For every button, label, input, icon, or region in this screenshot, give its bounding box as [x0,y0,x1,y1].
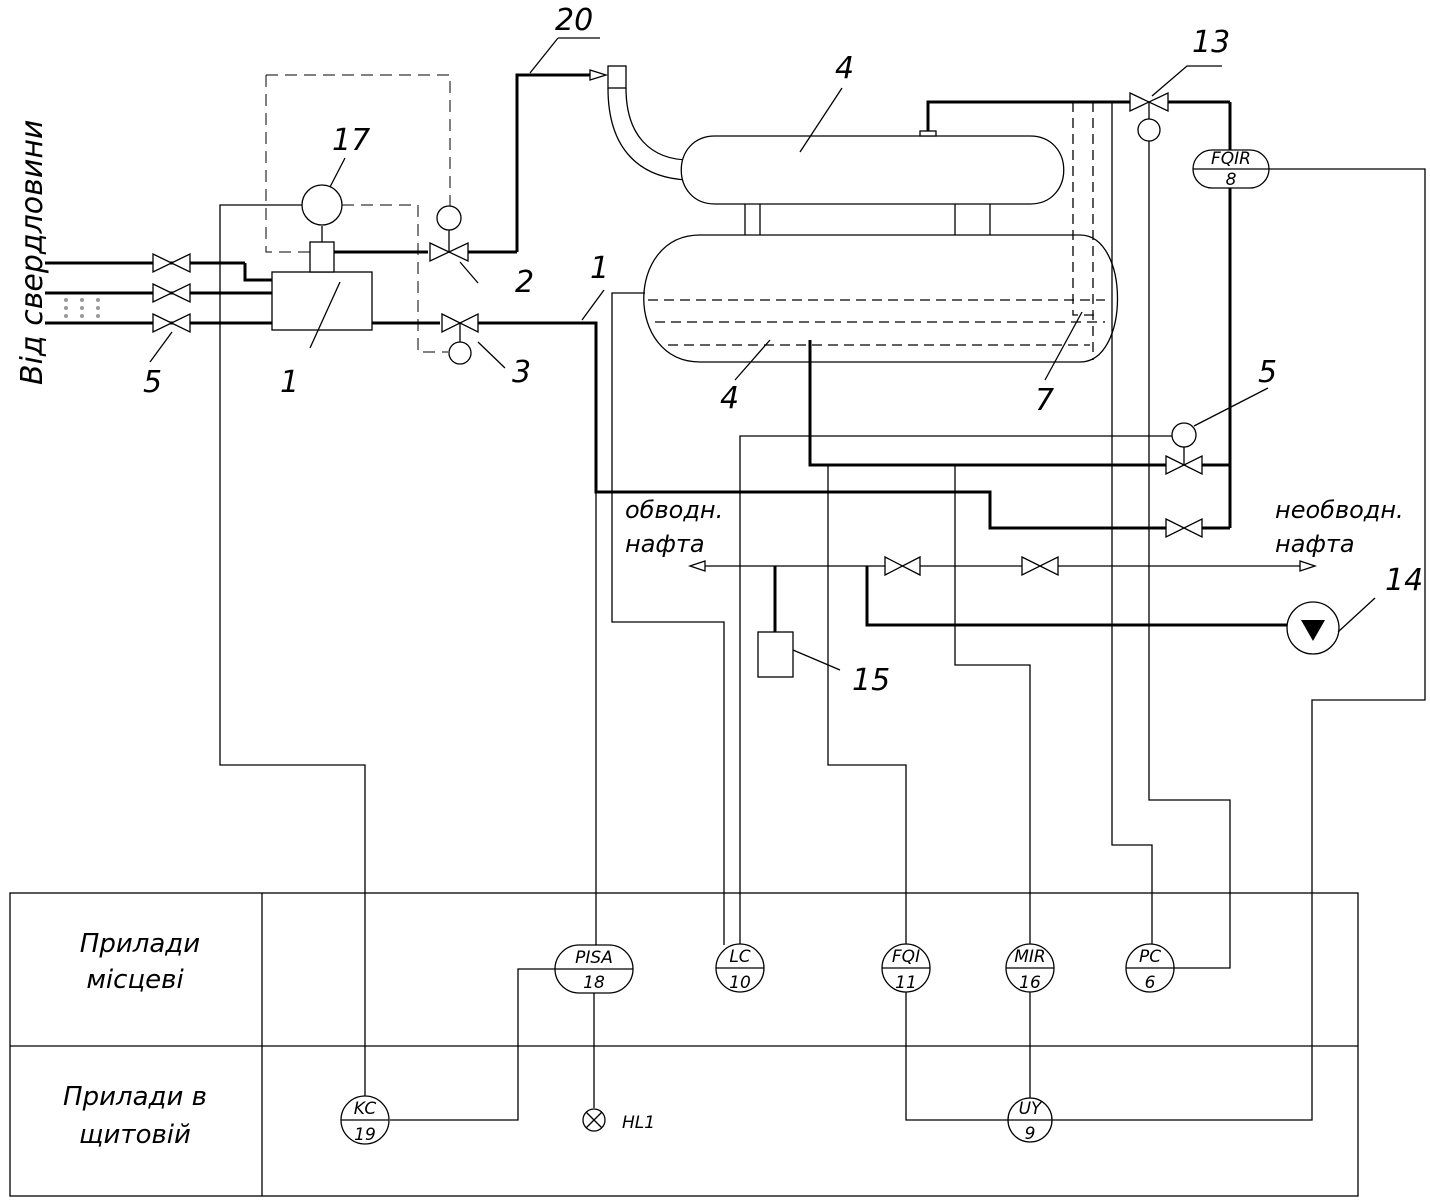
control-valve-2 [429,205,479,284]
fqi-code: FQI [892,947,920,967]
sampler-15 [757,631,794,678]
callout-20: 20 [555,3,593,38]
uy-num: 9 [1025,1124,1036,1144]
vessel-top-4 [680,130,1065,235]
vessel-bottom-4 [643,234,1119,363]
lamp-label: HL1 [622,1113,655,1133]
uy-code: UY [1019,1099,1043,1119]
undewatered-oil-label-2: нафта [1275,530,1355,558]
gate-valve [1165,517,1203,539]
callout-3: 3 [512,355,531,390]
source-label: Від свердловини [15,120,50,385]
callout-5-left: 5 [143,365,162,400]
callout-2: 2 [515,265,534,300]
gate-valve [884,555,921,577]
callout-14: 14 [1385,563,1423,598]
kc-num: 19 [354,1125,376,1145]
pisa-num: 18 [583,973,605,993]
gate-valve [1021,555,1059,577]
callout-17: 17 [332,123,370,158]
control-valve-13 [1129,91,1169,142]
pc-code: PC [1139,947,1161,967]
callout-1-pipe: 1 [590,251,609,286]
fqir-num: 8 [1226,170,1237,190]
callout-13: 13 [1192,25,1230,60]
callout-4-top: 4 [835,51,854,86]
mir-code: MIR [1014,947,1046,967]
lc-num: 10 [729,973,751,993]
instrument-fqi-11: FQI 11 [881,943,931,993]
undewatered-oil-label-1: необводн. [1275,496,1404,524]
pressure-sensor-17 [301,184,343,226]
mir-num: 16 [1019,973,1041,993]
control-valve-5 [1165,422,1203,476]
table-row-panel-line1: Прилади в [63,1082,207,1112]
separator-block-1 [271,184,373,349]
callout-1-block: 1 [280,365,299,400]
gate-valve [152,252,191,274]
inlet-lines [45,252,272,363]
pc-num: 6 [1145,973,1156,993]
instrument-kc-19: KC 19 [340,1095,390,1145]
instrument-fqir-8: FQIR 8 [1192,149,1270,190]
pump-14 [1286,601,1340,655]
lc-code: LC [729,947,750,967]
instrument-pisa-18: PISA 18 [554,944,634,994]
instrument-uy-9: UY 9 [1007,1097,1053,1144]
instrument-table: Прилади місцеві Прилади в щитовій [9,892,1359,1197]
callout-4-bottom: 4 [720,381,739,416]
fqir-code: FQIR [1211,149,1251,169]
dewatered-oil-label-1: обводн. [625,496,723,524]
gate-valve [152,312,191,334]
control-valve-3 [441,312,506,369]
pisa-code: PISA [575,948,613,968]
table-row-local-line2: місцеві [86,965,184,995]
instrument-pc-6: PC 6 [1125,943,1175,993]
dewatered-oil-label-2: нафта [625,530,705,558]
gate-valve [152,282,191,304]
kc-code: KC [354,1099,377,1119]
fqi-num: 11 [895,973,917,993]
instrument-mir-16: MIR 16 [1005,943,1055,993]
callout-15: 15 [852,663,890,698]
instrument-lc-10: LC 10 [715,943,765,993]
table-row-local-line1: Прилади [80,929,200,959]
lamp-hl1: HL1 [582,1108,655,1133]
callout-5-right: 5 [1258,355,1277,390]
table-row-panel-line2: щитовій [79,1120,191,1150]
callout-7: 7 [1035,383,1054,418]
